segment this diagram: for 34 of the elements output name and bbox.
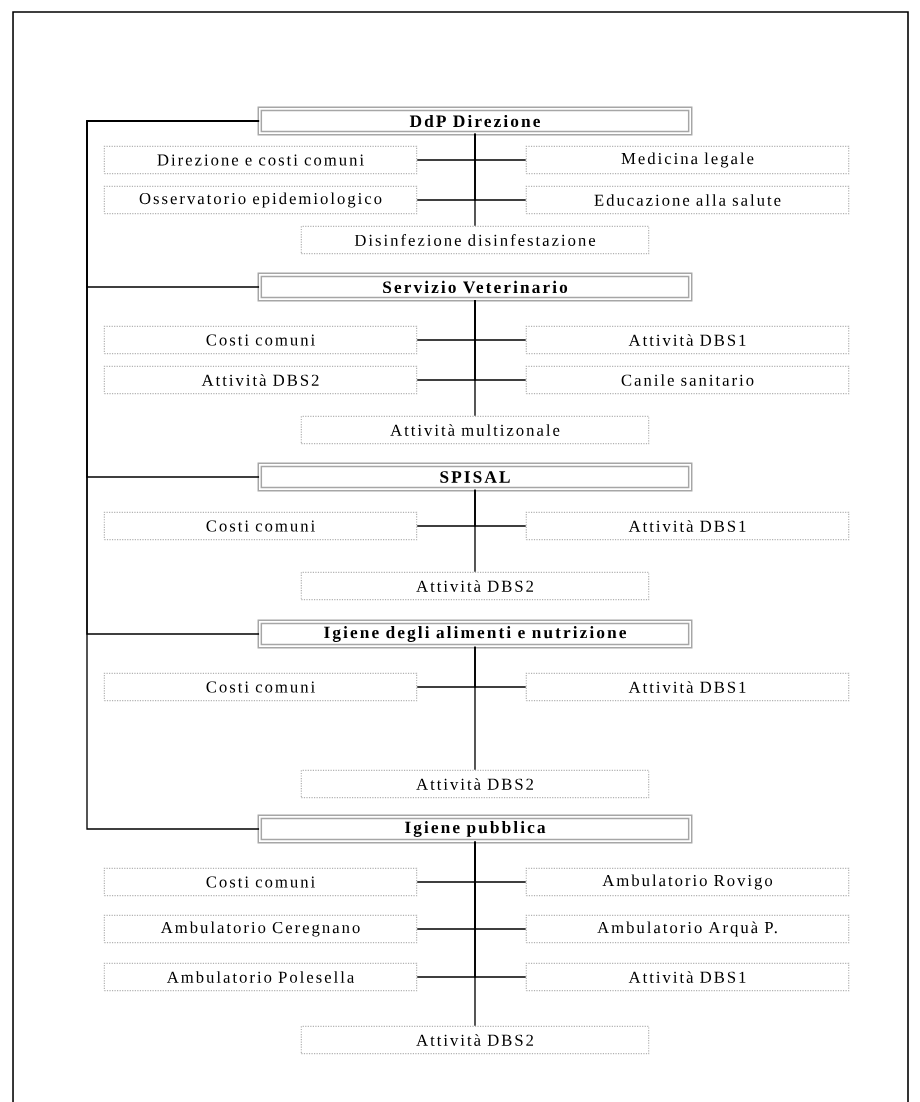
unit-box: Ambulatorio Rovigo (525, 867, 850, 897)
header-box: DdP Direzione (257, 106, 693, 136)
unit-box: Attività DBS2 (300, 1025, 650, 1055)
unit-box: Attività DBS1 (525, 325, 850, 355)
connector (86, 120, 260, 830)
unit-box: Attività DBS2 (300, 571, 650, 601)
unit-box: Medicina legale (525, 145, 850, 175)
unit-box: Costi comuni (103, 867, 418, 897)
unit-box: Osservatorio epidemiologico (103, 185, 418, 215)
unit-box: Costi comuni (103, 325, 418, 355)
connector (474, 299, 476, 417)
unit-box: Direzione e costi comuni (103, 145, 418, 175)
unit-box: Costi comuni (103, 511, 418, 541)
header-box: Igiene degli alimenti e nutrizione (257, 619, 693, 649)
header-box: SPISAL (257, 462, 693, 492)
connector (474, 646, 476, 771)
header-box: Igiene pubblica (257, 814, 693, 844)
unit-box: Disinfezione disinfestazione (300, 225, 650, 255)
unit-box: Attività DBS1 (525, 672, 850, 702)
unit-box: Ambulatorio Ceregnano (103, 914, 418, 944)
unit-box: Attività DBS1 (525, 962, 850, 992)
connector (474, 133, 476, 227)
unit-box: Attività DBS2 (103, 365, 418, 395)
unit-box: Attività DBS2 (300, 769, 650, 799)
connector (474, 489, 476, 573)
unit-box: Attività DBS1 (525, 511, 850, 541)
header-box: Servizio Veterinario (257, 272, 693, 302)
unit-box: Attività multizonale (300, 415, 650, 445)
unit-box: Ambulatorio Polesella (103, 962, 418, 992)
unit-box: Costi comuni (103, 672, 418, 702)
unit-box: Educazione alla salute (525, 185, 850, 215)
unit-box: Canile sanitario (525, 365, 850, 395)
unit-box: Ambulatorio Arquà P. (525, 914, 850, 944)
connector (474, 841, 476, 1027)
